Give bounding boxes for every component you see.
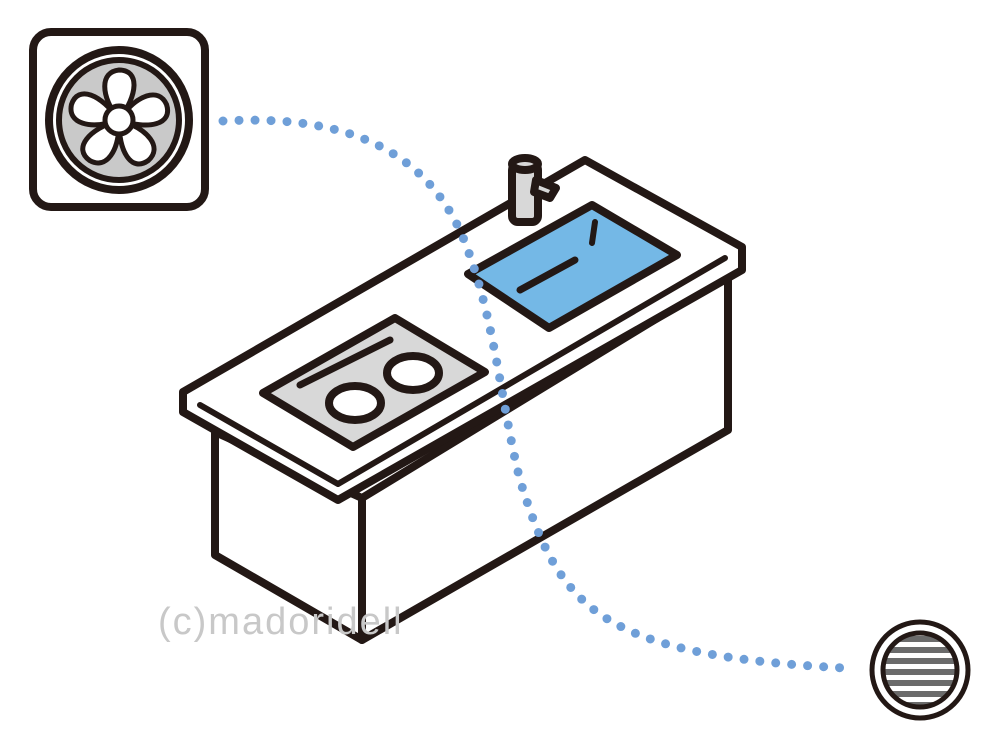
watermark-text: (c)madoridell (158, 601, 404, 643)
air-intake-vent-icon (869, 619, 971, 721)
burner-left (325, 382, 385, 424)
ventilation-fan-icon (29, 28, 209, 211)
countertop-edge (197, 255, 728, 487)
burner-right (383, 352, 443, 394)
sink-inner-edge (589, 219, 598, 246)
cooktop (259, 314, 489, 451)
faucet-icon (508, 154, 560, 226)
sink-basin (464, 201, 681, 332)
kitchen-counter (179, 154, 746, 644)
cooktop-control-line (296, 336, 394, 389)
sink-drain-line (516, 256, 579, 294)
